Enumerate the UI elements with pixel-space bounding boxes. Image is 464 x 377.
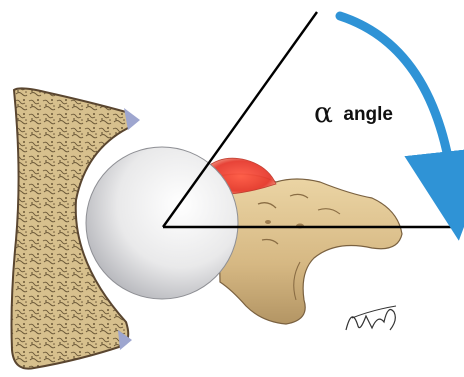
angle-word: angle [343,104,393,125]
femoral-head [86,147,238,299]
alpha-symbol: α [314,96,333,129]
signature-icon [346,306,396,330]
alpha-angle-label: α angle [314,96,393,129]
femoral-neck-group [218,174,402,324]
femoral-neck [218,174,402,324]
